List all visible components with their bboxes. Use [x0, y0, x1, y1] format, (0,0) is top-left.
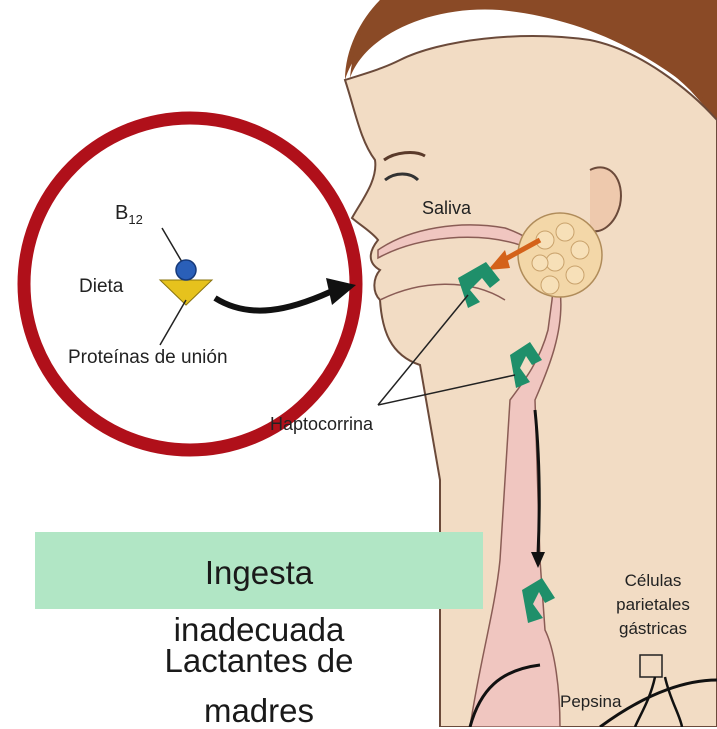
parietal-cells-label: Células parietales gástricas [588, 569, 717, 641]
b12-molecule-icon [176, 260, 196, 280]
binding-proteins-label: Proteínas de unión [68, 347, 228, 369]
saliva-label: Saliva [422, 198, 471, 219]
overlay-ingesta-line1: Ingesta [35, 555, 483, 591]
haptocorrin-label: Haptocorrina [270, 414, 373, 435]
overlay-lactantes-line2: madres [35, 693, 483, 729]
pepsin-label: Pepsina [560, 692, 621, 712]
salivary-gland [518, 213, 602, 297]
overlay-lactantes-line1: Lactantes de [35, 643, 483, 679]
diet-label: Dieta [79, 276, 123, 298]
b12-label: B12 [115, 202, 143, 227]
